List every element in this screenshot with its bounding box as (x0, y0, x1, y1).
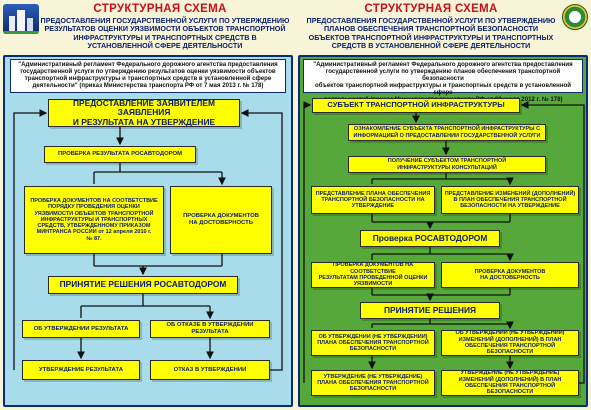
left-approved-box: УТВЕРЖДЕНИЕ РЕЗУЛЬТАТА (22, 360, 140, 380)
left-check-box: ПРОВЕРКА РЕЗУЛЬТАТА РОСАВТОДОРОМ (44, 146, 196, 163)
building-logo-icon (3, 4, 39, 34)
right-title: СТРУКТУРНАЯ СХЕМА (364, 3, 498, 15)
right-arrow-side (303, 101, 312, 383)
left-title: СТРУКТУРНАЯ СХЕМА (93, 3, 227, 15)
left-compliance-box: ПРОВЕРКА ДОКУМЕНТОВ НА СООТВЕТСТВИЕ ПОРЯ… (24, 186, 164, 254)
right-plan-result-box: УТВЕРЖДЕНИЕ (НЕ УТВЕРЖДЕНИЕ) ПЛАНА ОБЕСП… (311, 370, 435, 396)
left-arrow-loop-back (240, 109, 283, 371)
left-arrow-side (13, 109, 48, 370)
right-approve-plan-box: ОБ УТВЕРЖДЕНИИ (НЕ УТВЕРЖДЕНИИ) ПЛАНА ОБ… (311, 330, 435, 356)
left-refused-box: ОТКАЗ В УТВЕРЖДЕНИИ (150, 360, 270, 380)
right-changes-result-box: УТВЕРЖДЕНИЕ (НЕ УТВЕРЖДЕНИЕ) ИЗМЕНЕНИЙ (… (441, 370, 579, 396)
right-arrow-loop-back (520, 101, 585, 384)
right-subtitle: ПРЕДОСТАВЛЕНИЯ ГОСУДАРСТВЕННОЙ УСЛУГИ ПО… (306, 16, 556, 51)
agency-emblem-icon (562, 4, 588, 30)
right-compliance-box: ПРОВЕРКА ДОКУМЕНТОВ НА СООТВЕТСТВИЕ РЕЗУ… (311, 262, 435, 288)
right-arrow-to-check (371, 214, 511, 228)
right-arrow-decision-split (371, 319, 510, 328)
left-arrow-decision-split (80, 294, 210, 318)
right-arrow-consult-split (371, 173, 510, 184)
left-arrow-check-split (93, 163, 222, 184)
right-arrow-check-split (371, 247, 510, 260)
right-subject-box: СУБЪЕКТ ТРАНСПОРТНОЙ ИНФРАСТРУКТУРЫ (312, 98, 520, 113)
left-approve-box: ОБ УТВЕРЖДЕНИИ РЕЗУЛЬТАТА (22, 320, 140, 338)
left-arrow-compliance-decision (93, 254, 223, 274)
right-acquaint-box: ОЗНАКОМЛЕНИЕ СУБЪЕКТА ТРАНСПОРТНОЙ ИНФРА… (348, 124, 546, 141)
right-plan-box: ПРЕДСТАВЛЕНИЕ ПЛАНА ОБЕСПЕЧЕНИЯ ТРАНСПОР… (311, 186, 435, 214)
left-regulation-note: "Административный регламент Федерального… (10, 59, 286, 93)
right-arrow-to-decision (371, 288, 511, 300)
left-subtitle: ПРЕДОСТАВЛЕНИЯ ГОСУДАРСТВЕННОЙ УСЛУГИ ПО… (40, 16, 290, 51)
